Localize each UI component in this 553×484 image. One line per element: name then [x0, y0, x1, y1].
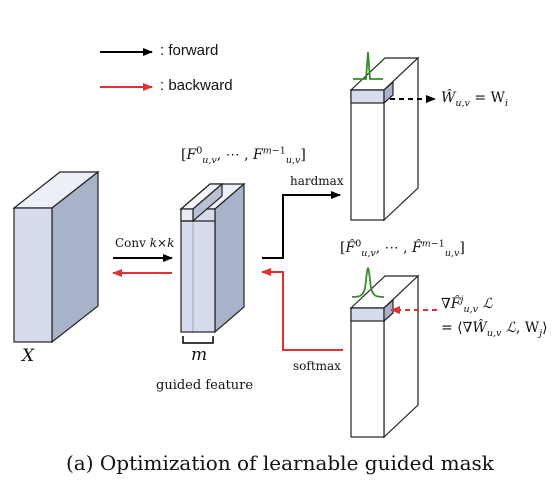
softmax-grad-label-2: = ⟨∇Ŵu,v ℒ, Wj⟩ [441, 320, 548, 339]
softmax-label: softmax [293, 359, 341, 373]
guided-set-label: [F0u,v, ⋯ , Fm−1u,v] [181, 145, 306, 166]
hardmax-output-block [349, 56, 420, 222]
softmax-grad-label-1: ∇F̂ju,v ℒ [441, 294, 493, 315]
softmax-arrow [261, 268, 343, 351]
softmax-set-label: [F̂0u,v, ⋯ , F̂m−1u,v] [340, 238, 465, 259]
hardmax-weight-eq: Ŵu,v = Wi [441, 90, 508, 109]
hardmax-label: hardmax [290, 174, 344, 188]
m-brace [182, 336, 214, 344]
figure-caption: (a) Optimization of learnable guided mas… [66, 451, 494, 475]
m-label: m [191, 345, 208, 365]
guided-feature-block [179, 182, 246, 334]
conv-label: Conv k×k [115, 236, 175, 250]
softmax-block [349, 274, 420, 439]
hardmax-peak [353, 51, 383, 80]
softmax-peak [351, 267, 385, 298]
guided-caption: guided feature [156, 378, 254, 393]
legend-forward-label: : forward [160, 42, 219, 59]
input-label: X [22, 346, 35, 366]
input-block [12, 170, 100, 344]
legend-backward-label: : backward [160, 77, 233, 94]
hardmax-arrow [262, 191, 341, 259]
